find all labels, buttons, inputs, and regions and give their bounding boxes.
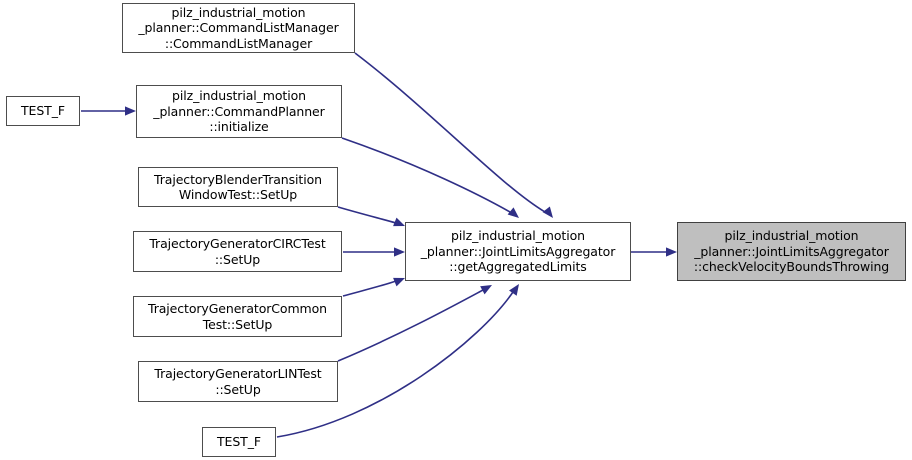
node-label: pilz_industrial_motion _planner::JointLi… (693, 228, 890, 275)
edge-common-to-getaggregated (342, 280, 397, 297)
node-joint-limits-aggregator-check-velocity-bounds-throwing[interactable]: pilz_industrial_motion _planner::JointLi… (677, 222, 906, 281)
node-label: pilz_industrial_motion _planner::JointLi… (420, 228, 616, 275)
node-label: TrajectoryGeneratorCommon Test::SetUp (148, 301, 327, 332)
node-label: TrajectoryGeneratorLINTest ::SetUp (154, 366, 322, 397)
node-command-planner-initialize[interactable]: pilz_industrial_motion _planner::Command… (136, 85, 342, 138)
edge-clm-to-getaggregated-arrowhead-icon (542, 206, 553, 218)
edge-testf-bottom-to-getaggregated-arrowhead-icon (509, 284, 519, 296)
node-label: TEST_F (217, 434, 261, 450)
edge-lin-to-getaggregated-arrowhead-icon (480, 285, 492, 295)
node-test-f-top[interactable]: TEST_F (6, 96, 80, 126)
node-label: pilz_industrial_motion _planner::Command… (153, 88, 325, 135)
edge-circ-to-getaggregated-arrowhead-icon (394, 247, 405, 257)
node-label: TrajectoryGeneratorCIRCTest ::SetUp (149, 236, 326, 267)
node-command-list-manager-ctor[interactable]: pilz_industrial_motion _planner::Command… (122, 3, 355, 53)
edge-blender-to-getaggregated (337, 206, 397, 224)
edge-lin-to-getaggregated (337, 289, 484, 362)
edge-planner-init-to-getaggregated-arrowhead-icon (507, 207, 519, 218)
node-joint-limits-aggregator-get-aggregated-limits[interactable]: pilz_industrial_motion _planner::JointLi… (405, 222, 631, 281)
node-trajectory-blender-transition-window-test-setup[interactable]: TrajectoryBlenderTransition WindowTest::… (138, 167, 338, 207)
edge-testf-to-commandplanner-arrowhead-icon (125, 106, 136, 116)
node-label: TEST_F (21, 103, 65, 119)
node-label: TrajectoryBlenderTransition WindowTest::… (154, 171, 322, 203)
node-trajectory-generator-common-test-setup[interactable]: TrajectoryGeneratorCommon Test::SetUp (133, 296, 342, 337)
node-label: pilz_industrial_motion _planner::Command… (138, 4, 339, 51)
edge-planner-init-to-getaggregated (341, 137, 511, 213)
edge-clm-to-getaggregated (354, 52, 546, 213)
edge-getaggregated-to-checkvelocity-arrowhead-icon (666, 247, 677, 257)
node-trajectory-generator-lin-test-setup[interactable]: TrajectoryGeneratorLINTest ::SetUp (138, 361, 338, 402)
node-trajectory-generator-circ-test-setup[interactable]: TrajectoryGeneratorCIRCTest ::SetUp (133, 231, 342, 272)
node-test-f-bottom[interactable]: TEST_F (202, 427, 276, 457)
